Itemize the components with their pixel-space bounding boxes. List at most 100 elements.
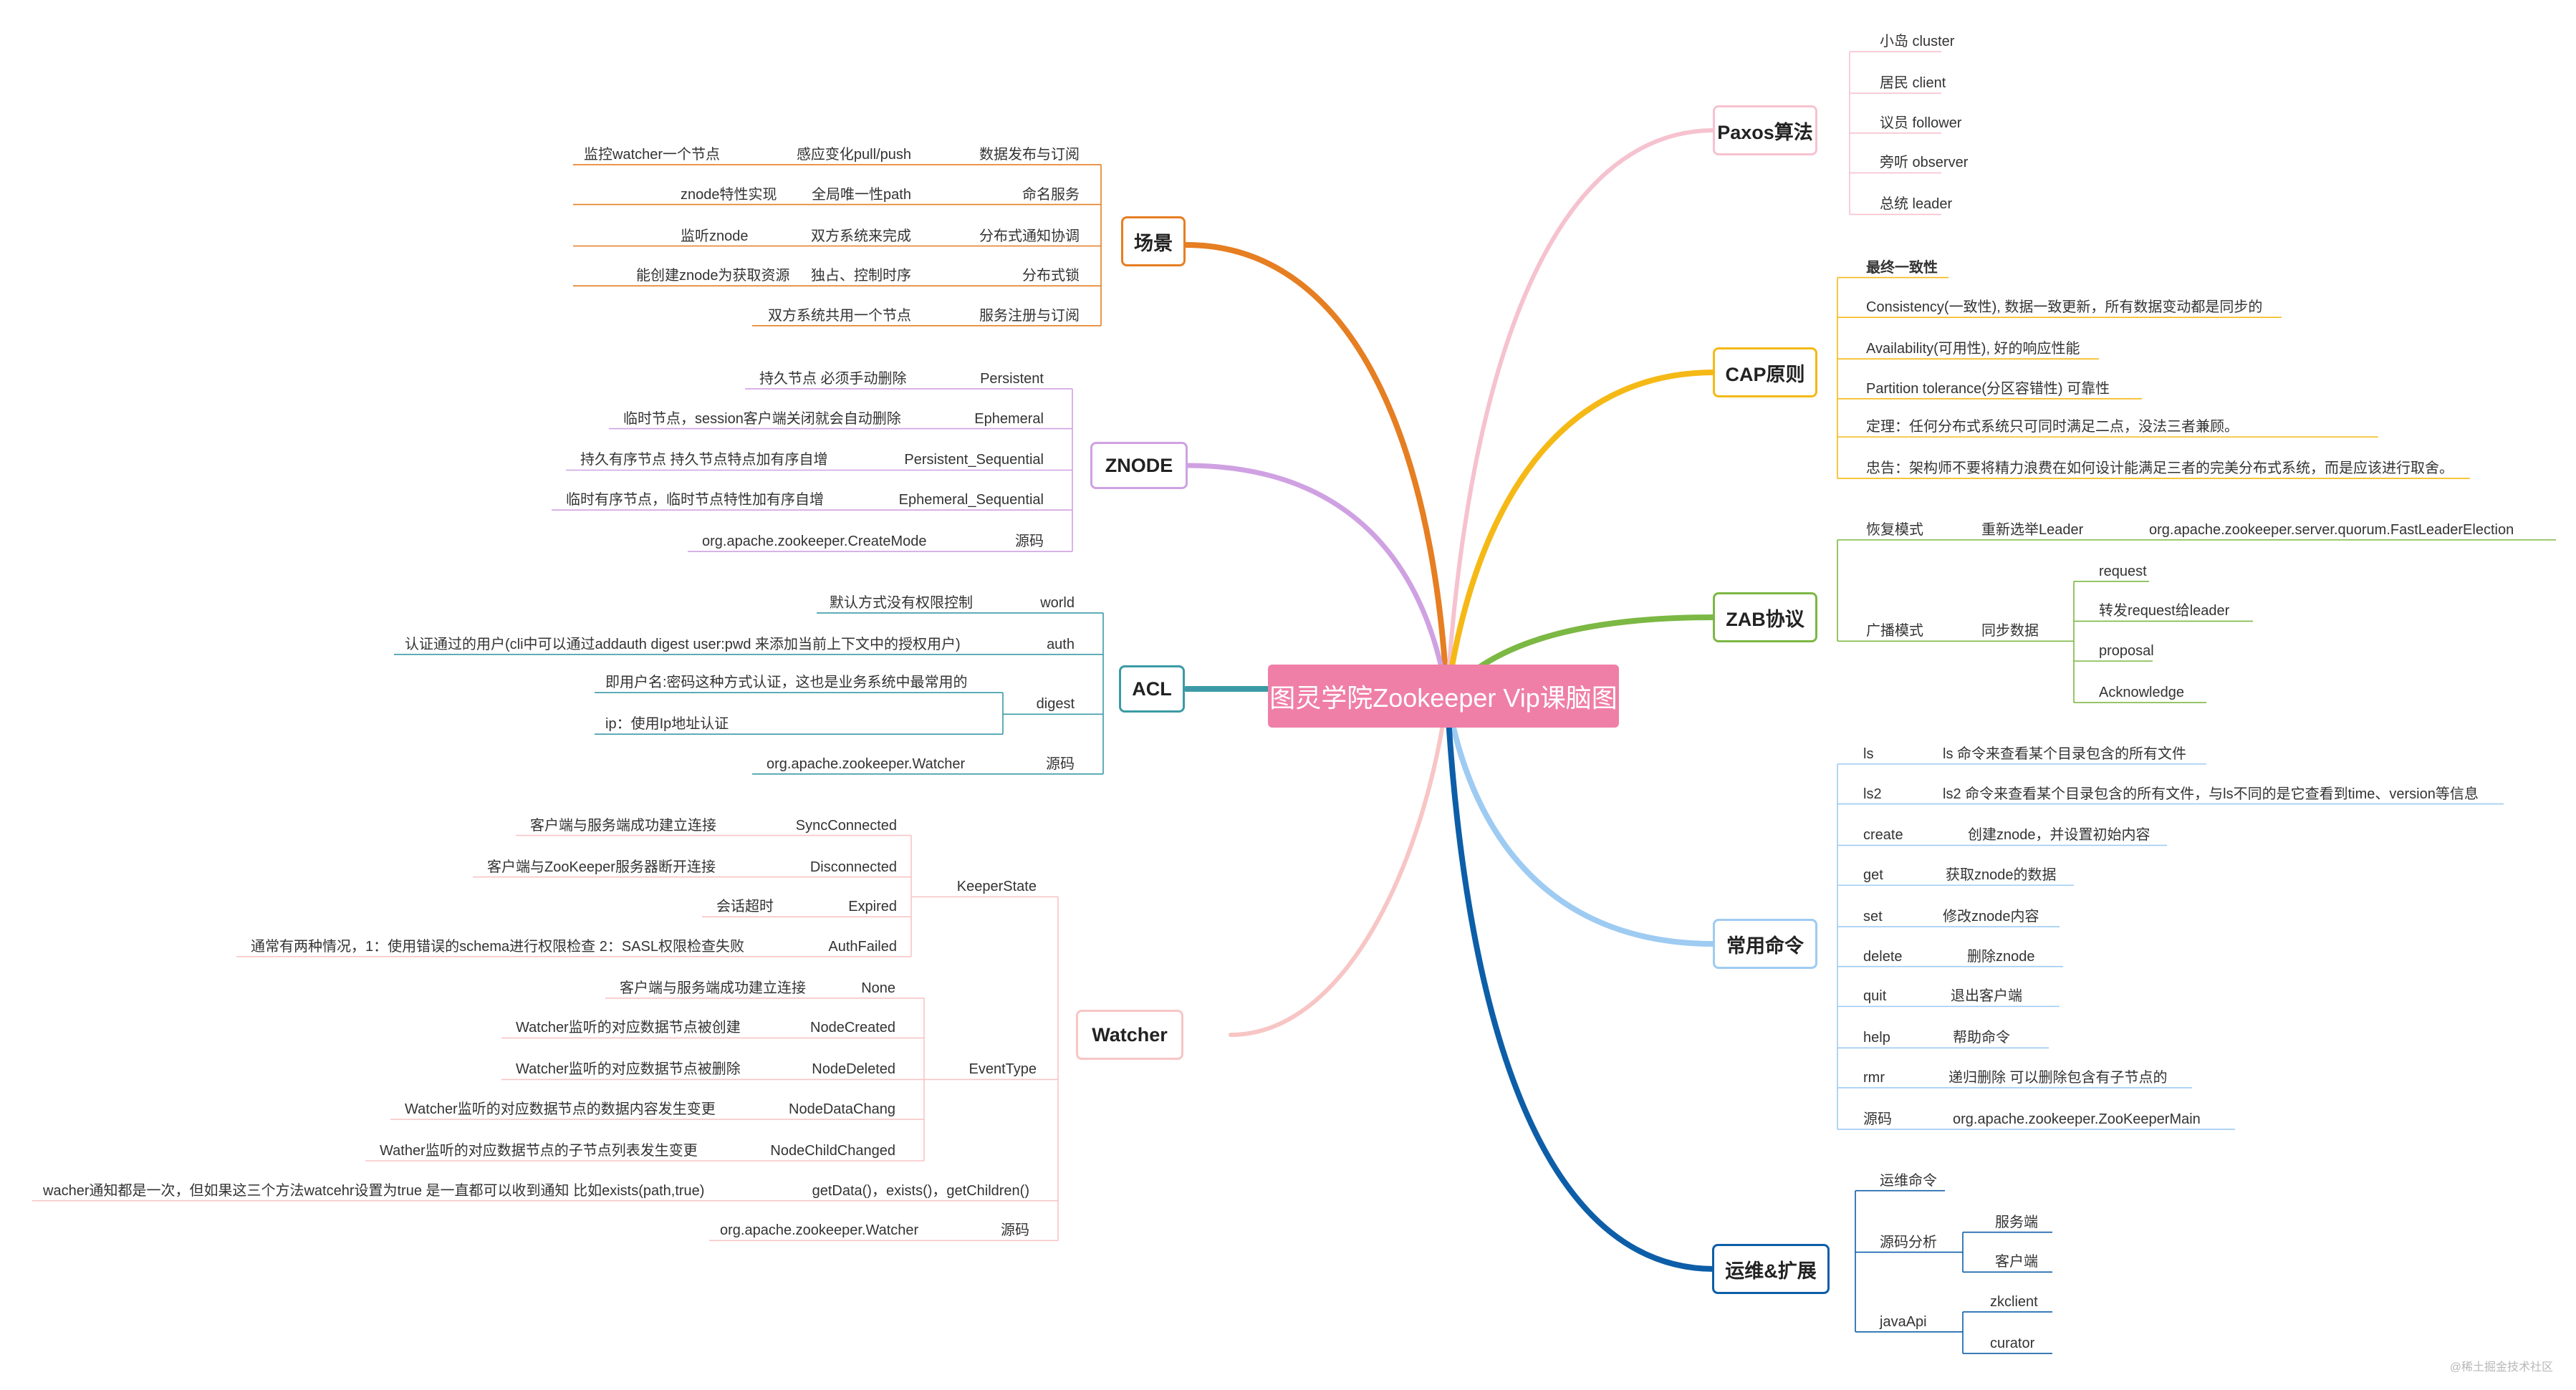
command-name-1[interactable]: ls2: [1863, 786, 1882, 802]
zab-leader-election[interactable]: 重新选举Leader: [1981, 521, 2084, 538]
command-desc-9[interactable]: org.apache.zookeeper.ZooKeeperMain: [1953, 1111, 2201, 1127]
scene-item-0-detail[interactable]: 监控watcher一个节点: [584, 146, 721, 163]
command-name-0[interactable]: ls: [1863, 745, 1874, 762]
acl-source-class[interactable]: org.apache.zookeeper.Watcher: [766, 756, 966, 772]
keeper-state-desc-1[interactable]: 客户端与ZooKeeper服务器断开连接: [487, 859, 716, 875]
watcher-getdata[interactable]: getData()，exists()，getChildren(): [812, 1182, 1029, 1199]
znode-type-3[interactable]: Ephemeral_Sequential: [898, 492, 1044, 508]
scene-item-2-means[interactable]: 双方系统来完成: [811, 228, 911, 244]
cap-item-3[interactable]: 定理：任何分布式系统只可同时满足二点，没法三者兼顾。: [1866, 419, 2239, 435]
zab-recovery-mode[interactable]: 恢复模式: [1866, 521, 1923, 538]
scene-item-4-topic[interactable]: 服务注册与订阅: [979, 307, 1080, 324]
scene-item-3-topic[interactable]: 分布式锁: [1022, 268, 1080, 284]
ops-api-zkclient[interactable]: zkclient: [1990, 1293, 2038, 1310]
command-name-7[interactable]: help: [1863, 1030, 1890, 1046]
znode-desc-3[interactable]: 临时有序节点，临时节点特性加有序自增: [566, 492, 824, 508]
znode-type-0[interactable]: Persistent: [980, 370, 1044, 387]
paxos-item-0[interactable]: 小岛 cluster: [1880, 34, 1955, 50]
keeper-state-0[interactable]: SyncConnected: [795, 817, 897, 834]
keeper-state-3[interactable]: AuthFailed: [828, 938, 897, 955]
watcher-source-label[interactable]: 源码: [1001, 1222, 1029, 1239]
branch-acl[interactable]: ACL: [1119, 665, 1185, 713]
paxos-item-1[interactable]: 居民 client: [1880, 75, 1946, 92]
branch-watcher[interactable]: Watcher: [1076, 1010, 1183, 1060]
znode-desc-0[interactable]: 持久节点 必须手动删除: [759, 370, 907, 387]
branch-scene[interactable]: 场景: [1121, 216, 1186, 266]
cap-heading[interactable]: 最终一致性: [1866, 259, 1938, 276]
branch-commands[interactable]: 常用命令: [1713, 919, 1817, 969]
znode-desc-2[interactable]: 持久有序节点 持久节点特点加有序自增: [580, 452, 828, 468]
acl-world-desc[interactable]: 默认方式没有权限控制: [830, 594, 973, 611]
ops-source-analysis[interactable]: 源码分析: [1880, 1234, 1937, 1250]
keeper-state-1[interactable]: Disconnected: [809, 859, 897, 875]
ops-source-client[interactable]: 客户端: [1995, 1254, 2038, 1270]
scene-item-0-topic[interactable]: 数据发布与订阅: [979, 146, 1080, 163]
watcher-keeperstate[interactable]: KeeperState: [956, 879, 1037, 895]
command-desc-1[interactable]: ls2 命令来查看某个目录包含的所有文件，与ls不同的是它查看到time、ver…: [1943, 786, 2479, 802]
acl-world[interactable]: world: [1040, 594, 1075, 611]
event-type-3[interactable]: NodeDataChang: [789, 1101, 895, 1118]
zab-election-class[interactable]: org.apache.zookeeper.server.quorum.FastL…: [2149, 521, 2514, 538]
keeper-state-2[interactable]: Expired: [848, 899, 897, 915]
event-type-2[interactable]: NodeDeleted: [812, 1061, 895, 1078]
event-type-1[interactable]: NodeCreated: [810, 1020, 895, 1036]
command-desc-4[interactable]: 修改znode内容: [1943, 909, 2039, 925]
znode-desc-4[interactable]: org.apache.zookeeper.CreateMode: [702, 534, 927, 550]
command-name-3[interactable]: get: [1863, 867, 1883, 884]
scene-item-4-detail[interactable]: 双方系统共用一个节点: [768, 307, 911, 324]
event-type-desc-3[interactable]: Watcher监听的对应数据节点的数据内容发生变更: [405, 1101, 716, 1118]
acl-auth[interactable]: auth: [1047, 636, 1075, 652]
cap-item-2[interactable]: Partition tolerance(分区容错性) 可靠性: [1866, 380, 2110, 397]
command-desc-0[interactable]: ls 命令来查看某个目录包含的所有文件: [1943, 745, 2186, 762]
scene-item-3-means[interactable]: 独占、控制时序: [811, 268, 911, 284]
command-name-8[interactable]: rmr: [1863, 1069, 1885, 1086]
command-name-4[interactable]: set: [1863, 909, 1883, 925]
acl-digest-item-1[interactable]: ip：使用Ip地址认证: [605, 716, 729, 733]
cap-item-4[interactable]: 忠告：架构师不要将精力浪费在如何设计能满足三者的完美分布式系统，而是应该进行取舍…: [1866, 460, 2454, 477]
branch-cap[interactable]: CAP原则: [1713, 347, 1817, 397]
zab-sync-item-2[interactable]: proposal: [2099, 643, 2154, 660]
command-name-2[interactable]: create: [1863, 827, 1903, 844]
command-desc-8[interactable]: 递归删除 可以删除包含有子节点的: [1948, 1069, 2168, 1086]
branch-paxos[interactable]: Paxos算法: [1713, 105, 1817, 155]
watcher-getdata-desc[interactable]: wacher通知都是一次，但如果这三个方法watcehr设置为true 是一直都…: [43, 1182, 705, 1199]
acl-source-label[interactable]: 源码: [1046, 756, 1075, 772]
event-type-desc-1[interactable]: Watcher监听的对应数据节点被创建: [516, 1020, 741, 1036]
zab-broadcast-mode[interactable]: 广播模式: [1866, 623, 1923, 640]
branch-znode[interactable]: ZNODE: [1090, 442, 1188, 489]
branch-zab[interactable]: ZAB协议: [1713, 592, 1817, 642]
paxos-item-4[interactable]: 总统 leader: [1880, 196, 1953, 213]
paxos-item-3[interactable]: 旁听 observer: [1880, 155, 1969, 171]
command-desc-5[interactable]: 删除znode: [1967, 948, 2035, 965]
watcher-eventtype[interactable]: EventType: [969, 1061, 1037, 1078]
keeper-state-desc-0[interactable]: 客户端与服务端成功建立连接: [530, 817, 716, 834]
cap-item-0[interactable]: Consistency(一致性), 数据一致更新，所有数据变动都是同步的: [1866, 299, 2263, 316]
command-desc-7[interactable]: 帮助命令: [1953, 1030, 2010, 1046]
central-topic[interactable]: 图灵学院Zookeeper Vip课脑图: [1268, 665, 1619, 728]
scene-item-3-detail[interactable]: 能创建znode为获取资源: [636, 268, 790, 284]
acl-digest[interactable]: digest: [1036, 696, 1075, 713]
branch-ops[interactable]: 运维&扩展: [1712, 1244, 1830, 1294]
znode-type-4[interactable]: 源码: [1015, 534, 1044, 550]
scene-item-2-topic[interactable]: 分布式通知协调: [979, 228, 1080, 244]
command-name-6[interactable]: quit: [1863, 988, 1887, 1005]
scene-item-1-means[interactable]: 全局唯一性path: [812, 186, 911, 203]
keeper-state-desc-2[interactable]: 会话超时: [716, 899, 774, 915]
acl-auth-desc[interactable]: 认证通过的用户(cli中可以通过addauth digest user:pwd …: [405, 636, 961, 652]
command-name-9[interactable]: 源码: [1863, 1111, 1892, 1127]
zab-sync-item-1[interactable]: 转发request给leader: [2099, 603, 2230, 619]
znode-type-2[interactable]: Persistent_Sequential: [904, 452, 1044, 468]
command-desc-3[interactable]: 获取znode的数据: [1946, 867, 2057, 884]
ops-java-api[interactable]: javaApi: [1880, 1313, 1927, 1330]
ops-api-curator[interactable]: curator: [1990, 1335, 2035, 1351]
scene-item-2-detail[interactable]: 监听znode: [681, 228, 749, 244]
command-desc-6[interactable]: 退出客户端: [1951, 988, 2022, 1005]
scene-item-1-topic[interactable]: 命名服务: [1022, 186, 1080, 203]
znode-desc-1[interactable]: 临时节点，session客户端关闭就会自动删除: [623, 410, 901, 427]
watcher-source-class[interactable]: org.apache.zookeeper.Watcher: [720, 1222, 919, 1239]
cap-item-1[interactable]: Availability(可用性), 好的响应性能: [1866, 341, 2080, 357]
event-type-desc-4[interactable]: Wather监听的对应数据节点的子节点列表发生变更: [380, 1142, 698, 1159]
keeper-state-desc-3[interactable]: 通常有两种情况，1：使用错误的schema进行权限检查 2：SASL权限检查失败: [251, 938, 744, 955]
zab-sync-data[interactable]: 同步数据: [1981, 623, 2039, 640]
paxos-item-2[interactable]: 议员 follower: [1880, 115, 1962, 131]
